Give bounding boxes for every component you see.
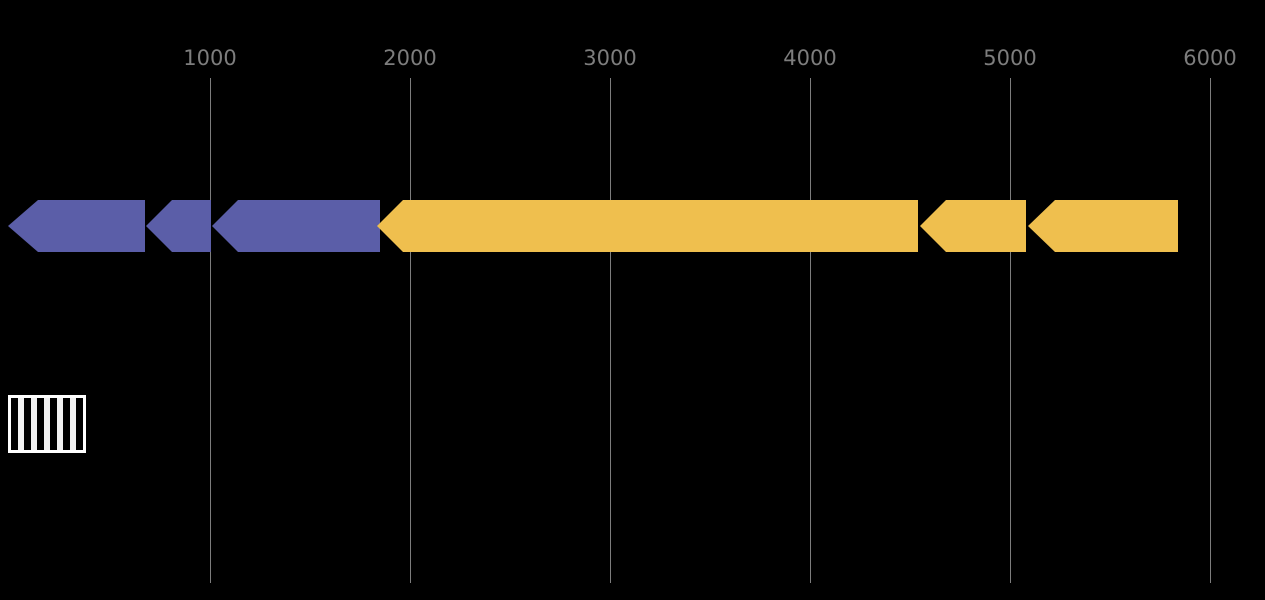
- gene-arrow-feature-3[interactable]: [212, 200, 380, 252]
- gene-arrow-feature-2[interactable]: [146, 200, 211, 252]
- axis-tick-label-5000: 5000: [983, 48, 1036, 69]
- gridline-2000: [410, 78, 411, 583]
- legend-stripe-pattern: [11, 398, 83, 450]
- gene-arrow-feature-6[interactable]: [1028, 200, 1178, 252]
- axis-tick-label-2000: 2000: [383, 48, 436, 69]
- gridline-6000: [1210, 78, 1211, 583]
- gridline-3000: [610, 78, 611, 583]
- hatched-legend-swatch: [8, 395, 86, 453]
- gene-arrow-feature-1[interactable]: [8, 200, 145, 252]
- axis-tick-label-6000: 6000: [1183, 48, 1236, 69]
- gridline-5000: [1010, 78, 1011, 583]
- gene-arrow-feature-4[interactable]: [377, 200, 918, 252]
- axis-tick-label-3000: 3000: [583, 48, 636, 69]
- gridline-1000: [210, 78, 211, 583]
- axis-tick-label-4000: 4000: [783, 48, 836, 69]
- axis-tick-label-1000: 1000: [183, 48, 236, 69]
- gridline-4000: [810, 78, 811, 583]
